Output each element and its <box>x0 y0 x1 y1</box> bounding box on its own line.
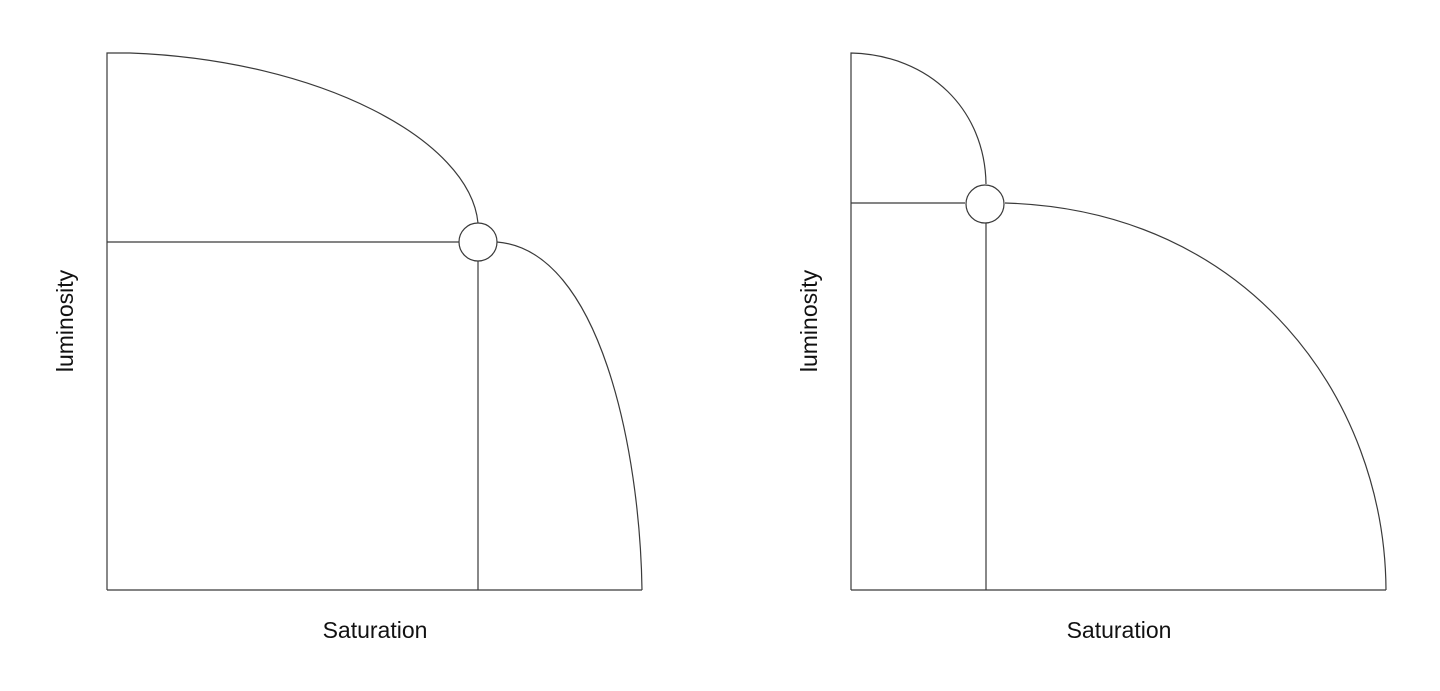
right-panel: Saturation luminosity <box>796 52 1387 643</box>
right-panel-outline <box>850 52 987 590</box>
left-panel-lower-curve <box>496 241 643 591</box>
left-panel: Saturation luminosity <box>52 52 643 643</box>
right-panel-lower-curve <box>1004 202 1387 591</box>
right-panel-intersection-marker <box>965 184 1005 224</box>
right-panel-x-axis-label: Saturation <box>1067 617 1172 643</box>
right-panel-y-axis-label: luminosity <box>796 269 822 372</box>
left-panel-x-axis-label: Saturation <box>323 617 428 643</box>
left-panel-y-axis-label: luminosity <box>52 269 78 372</box>
left-panel-intersection-marker <box>458 222 498 262</box>
left-panel-outline <box>106 52 479 590</box>
